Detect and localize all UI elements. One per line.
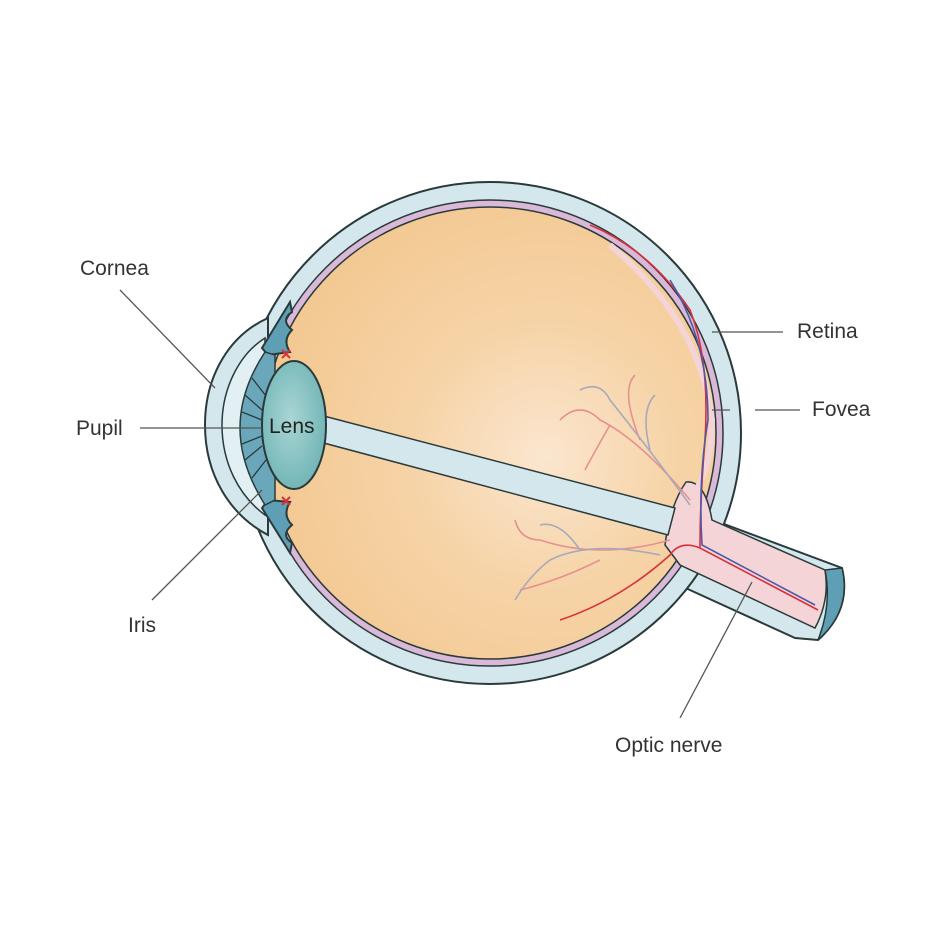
retina-label: Retina xyxy=(797,320,858,343)
blood-vessels xyxy=(514,224,819,621)
retina-layer xyxy=(608,242,716,502)
optic-nerve-label: Optic nerve xyxy=(615,734,722,757)
optic-nerve-leader xyxy=(679,581,753,719)
pupil-label: Pupil xyxy=(76,417,123,440)
iris-lower xyxy=(260,498,294,556)
iris-label: Iris xyxy=(128,614,156,637)
cornea-label: Cornea xyxy=(80,257,149,280)
iris-upper xyxy=(260,299,294,357)
cornea-leader xyxy=(119,289,216,389)
lens xyxy=(261,360,327,490)
iris-leader xyxy=(151,489,263,601)
lens-label: Lens xyxy=(269,415,315,438)
optic-disc-cut xyxy=(817,567,845,641)
fovea-label: Fovea xyxy=(812,398,871,421)
ciliary-fibers xyxy=(241,377,267,479)
